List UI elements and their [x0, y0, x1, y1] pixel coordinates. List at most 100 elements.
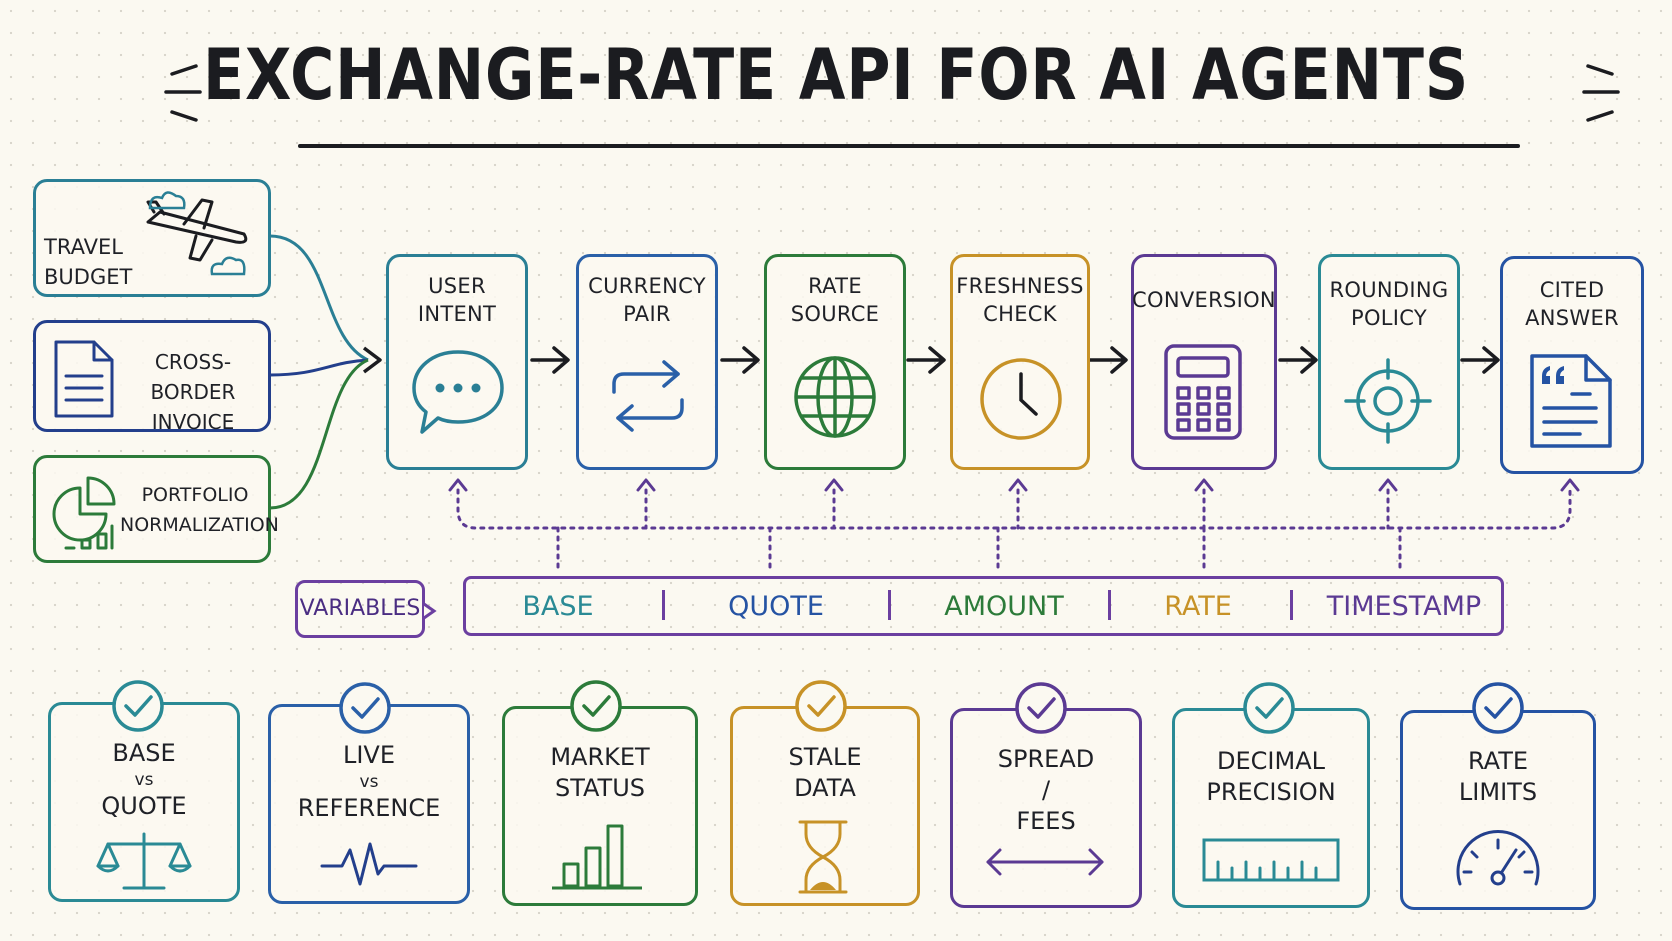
- check-line1: RATE: [1467, 747, 1529, 775]
- variables-tag: VARIABLES: [295, 580, 425, 638]
- check-circle-icon: [1015, 682, 1067, 734]
- globe-icon: [794, 356, 876, 438]
- pie-chart-icon: [52, 476, 116, 550]
- double-arrow-icon: [986, 848, 1104, 876]
- page-title: EXCHANGE-RATE API FOR AI AGENTS: [202, 34, 1470, 116]
- check-circle-icon: [112, 680, 164, 732]
- step-rate-source-line1: RATE: [808, 274, 862, 298]
- input-travel-label: TRAVEL BUDGET: [44, 232, 156, 292]
- check-line2: DATA: [794, 774, 856, 802]
- check-circle-icon: [1243, 682, 1295, 734]
- variable-amount: AMOUNT: [944, 591, 1064, 622]
- variable-arrowheads: [448, 478, 1580, 492]
- title-burst-right: [1582, 64, 1620, 122]
- title-underline: [298, 144, 1520, 148]
- title-burst-left: [164, 64, 202, 122]
- step-user-intent: [386, 254, 528, 470]
- check-line1: BASE: [112, 739, 176, 767]
- variable-rate: RATE: [1164, 591, 1232, 622]
- input-invoice-line1: CROSS-BORDER: [150, 350, 236, 404]
- step-currency-pair: [576, 254, 718, 470]
- step-conversion-label: CONVERSION: [1131, 286, 1277, 314]
- check-circle-icon: [570, 680, 622, 732]
- check-spread-fees-label: SPREAD / FEES: [950, 744, 1142, 837]
- check-line2: STATUS: [554, 774, 646, 802]
- step-rate-source-line2: SOURCE: [790, 302, 880, 326]
- step-cited-answer: [1500, 256, 1644, 474]
- pulse-icon: [320, 842, 418, 886]
- chat-bubble-icon: [412, 350, 504, 434]
- step-conversion-line1: CONVERSION: [1132, 288, 1276, 312]
- step-freshness-check: [950, 254, 1090, 470]
- clock-icon: [980, 358, 1062, 440]
- check-line1: DECIMAL: [1217, 747, 1325, 775]
- calculator-icon: [1164, 344, 1242, 440]
- connector-invoice: [269, 358, 369, 377]
- step-currency-pair-line1: CURRENCY: [588, 274, 706, 298]
- quote-document-icon: [1530, 354, 1612, 448]
- step-user-intent-label: USER INTENT: [386, 272, 528, 328]
- step-rate-source-label: RATE SOURCE: [764, 272, 906, 328]
- variable-quote: QUOTE: [728, 591, 824, 622]
- pipeline-arrows: [530, 346, 1500, 374]
- check-market-status-label: MARKET STATUS: [502, 742, 698, 804]
- step-user-intent-line2: INTENT: [417, 302, 497, 326]
- input-portfolio-normalization: [33, 455, 271, 563]
- check-mid: /: [1041, 776, 1051, 804]
- ruler-icon: [1202, 838, 1340, 882]
- check-spread-fees: [950, 708, 1142, 908]
- variable-base: BASE: [522, 591, 594, 622]
- step-cited-answer-line1: CITED: [1539, 278, 1605, 302]
- bar-chart-icon: [552, 824, 642, 890]
- check-mid: vs: [134, 770, 154, 790]
- step-cited-answer-label: CITED ANSWER: [1500, 276, 1644, 332]
- variables-bar: [463, 576, 1504, 636]
- gauge-icon: [1456, 830, 1540, 886]
- check-stale-data-label: STALE DATA: [730, 742, 920, 804]
- check-line1: LIVE: [342, 741, 396, 769]
- step-currency-pair-label: CURRENCY PAIR: [576, 272, 718, 328]
- check-circle-icon: [795, 680, 847, 732]
- connector-portfolio: [269, 358, 369, 510]
- check-decimal-precision-label: DECIMAL PRECISION: [1172, 746, 1370, 808]
- step-freshness-check-line2: CHECK: [983, 302, 1057, 326]
- check-circle-icon: [1472, 682, 1524, 734]
- step-rounding-policy-label: ROUNDING POLICY: [1318, 276, 1460, 332]
- arrow-into-intent: [362, 346, 382, 374]
- document-icon: [54, 340, 114, 418]
- step-freshness-check-label: FRESHNESS CHECK: [950, 272, 1090, 328]
- step-user-intent-line1: USER: [428, 274, 486, 298]
- variable-separator: [1108, 590, 1111, 620]
- check-line1: SPREAD: [997, 745, 1095, 773]
- variable-separator: [662, 590, 665, 620]
- check-live-vs-reference: [268, 704, 470, 904]
- check-line2: QUOTE: [101, 792, 187, 820]
- variable-feedback-lines: [456, 488, 1572, 572]
- check-line1: STALE: [788, 743, 862, 771]
- check-line2: FEES: [1016, 807, 1076, 835]
- step-conversion: [1131, 254, 1277, 470]
- hourglass-icon: [798, 820, 848, 894]
- swap-arrows-icon: [612, 360, 684, 432]
- check-line2: PRECISION: [1206, 778, 1336, 806]
- variable-separator: [1290, 590, 1293, 620]
- check-line2: LIMITS: [1458, 778, 1538, 806]
- airplane-icon: [146, 191, 248, 276]
- input-travel-line1: TRAVEL: [44, 235, 123, 259]
- step-rounding-policy-line2: POLICY: [1350, 306, 1427, 330]
- input-portfolio-label: PORTFOLIO NORMALIZATION: [120, 480, 279, 540]
- connector-travel: [269, 234, 369, 362]
- check-rate-limits-label: RATE LIMITS: [1400, 746, 1596, 808]
- check-line1: MARKET: [550, 743, 650, 771]
- scales-icon: [96, 832, 192, 890]
- input-invoice-line2: INVOICE: [151, 410, 235, 434]
- variable-separator: [888, 590, 891, 620]
- check-line2: REFERENCE: [297, 794, 441, 822]
- input-travel-line2: BUDGET: [44, 265, 133, 289]
- variable-timestamp: TIMESTAMP: [1326, 591, 1482, 622]
- check-base-vs-quote-label: BASE vs QUOTE: [48, 738, 240, 822]
- step-cited-answer-line2: ANSWER: [1525, 306, 1619, 330]
- check-circle-icon: [339, 682, 391, 734]
